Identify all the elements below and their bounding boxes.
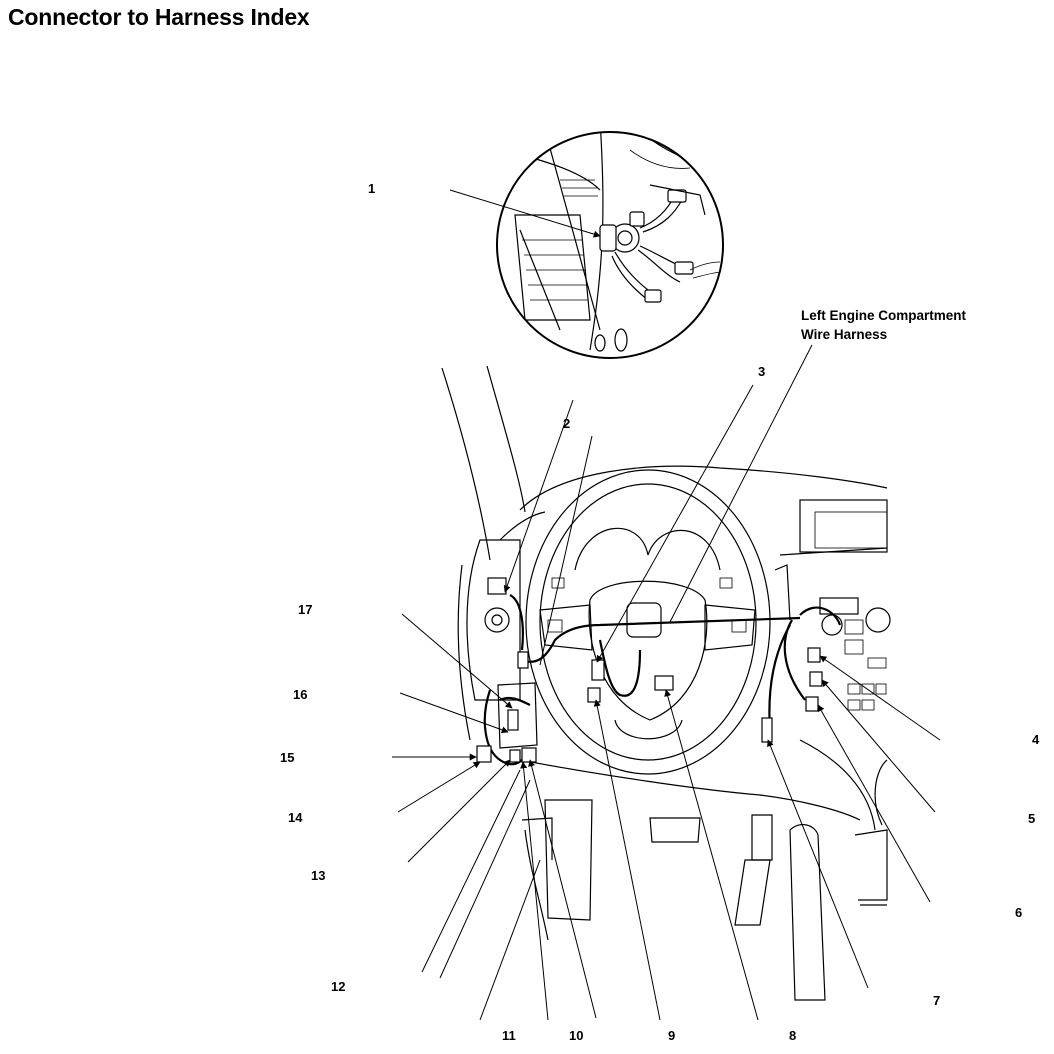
callout-10: 10 xyxy=(569,1028,583,1043)
callout-7: 7 xyxy=(933,993,940,1008)
harness-label-line-1: Left Engine Compartment xyxy=(801,308,967,323)
callout-16: 16 xyxy=(293,687,307,702)
detail-view xyxy=(496,131,724,359)
callout-labels: 1 2 3 4 5 6 7 8 9 10 11 12 13 14 15 16 1… xyxy=(280,181,1040,1043)
callout-2: 2 xyxy=(563,416,570,431)
callout-3: 3 xyxy=(758,364,765,379)
ribbed-column-cover xyxy=(514,179,598,321)
callout-1: 1 xyxy=(368,181,375,196)
callout-8: 8 xyxy=(789,1028,796,1043)
callout-13: 13 xyxy=(311,868,325,883)
harness-label: Left Engine Compartment Wire Harness xyxy=(801,308,970,342)
pedals xyxy=(544,799,826,1001)
callout-11: 11 xyxy=(502,1028,516,1043)
harness-label-line-2: Wire Harness xyxy=(801,327,887,342)
callout-6: 6 xyxy=(1015,905,1022,920)
center-console xyxy=(774,499,891,906)
callout-4: 4 xyxy=(1032,732,1040,747)
callout-5: 5 xyxy=(1028,811,1035,826)
callout-14: 14 xyxy=(288,810,303,825)
callout-17: 17 xyxy=(298,602,312,617)
callout-15: 15 xyxy=(280,750,294,765)
callout-9: 9 xyxy=(668,1028,675,1043)
callout-12: 12 xyxy=(331,979,345,994)
leader-lines xyxy=(392,189,941,1021)
wire-harness xyxy=(483,594,842,766)
connectors xyxy=(476,647,823,763)
page-title: Connector to Harness Index xyxy=(8,4,310,30)
steering-wheel xyxy=(525,469,771,775)
connector-1-cluster xyxy=(599,184,723,303)
